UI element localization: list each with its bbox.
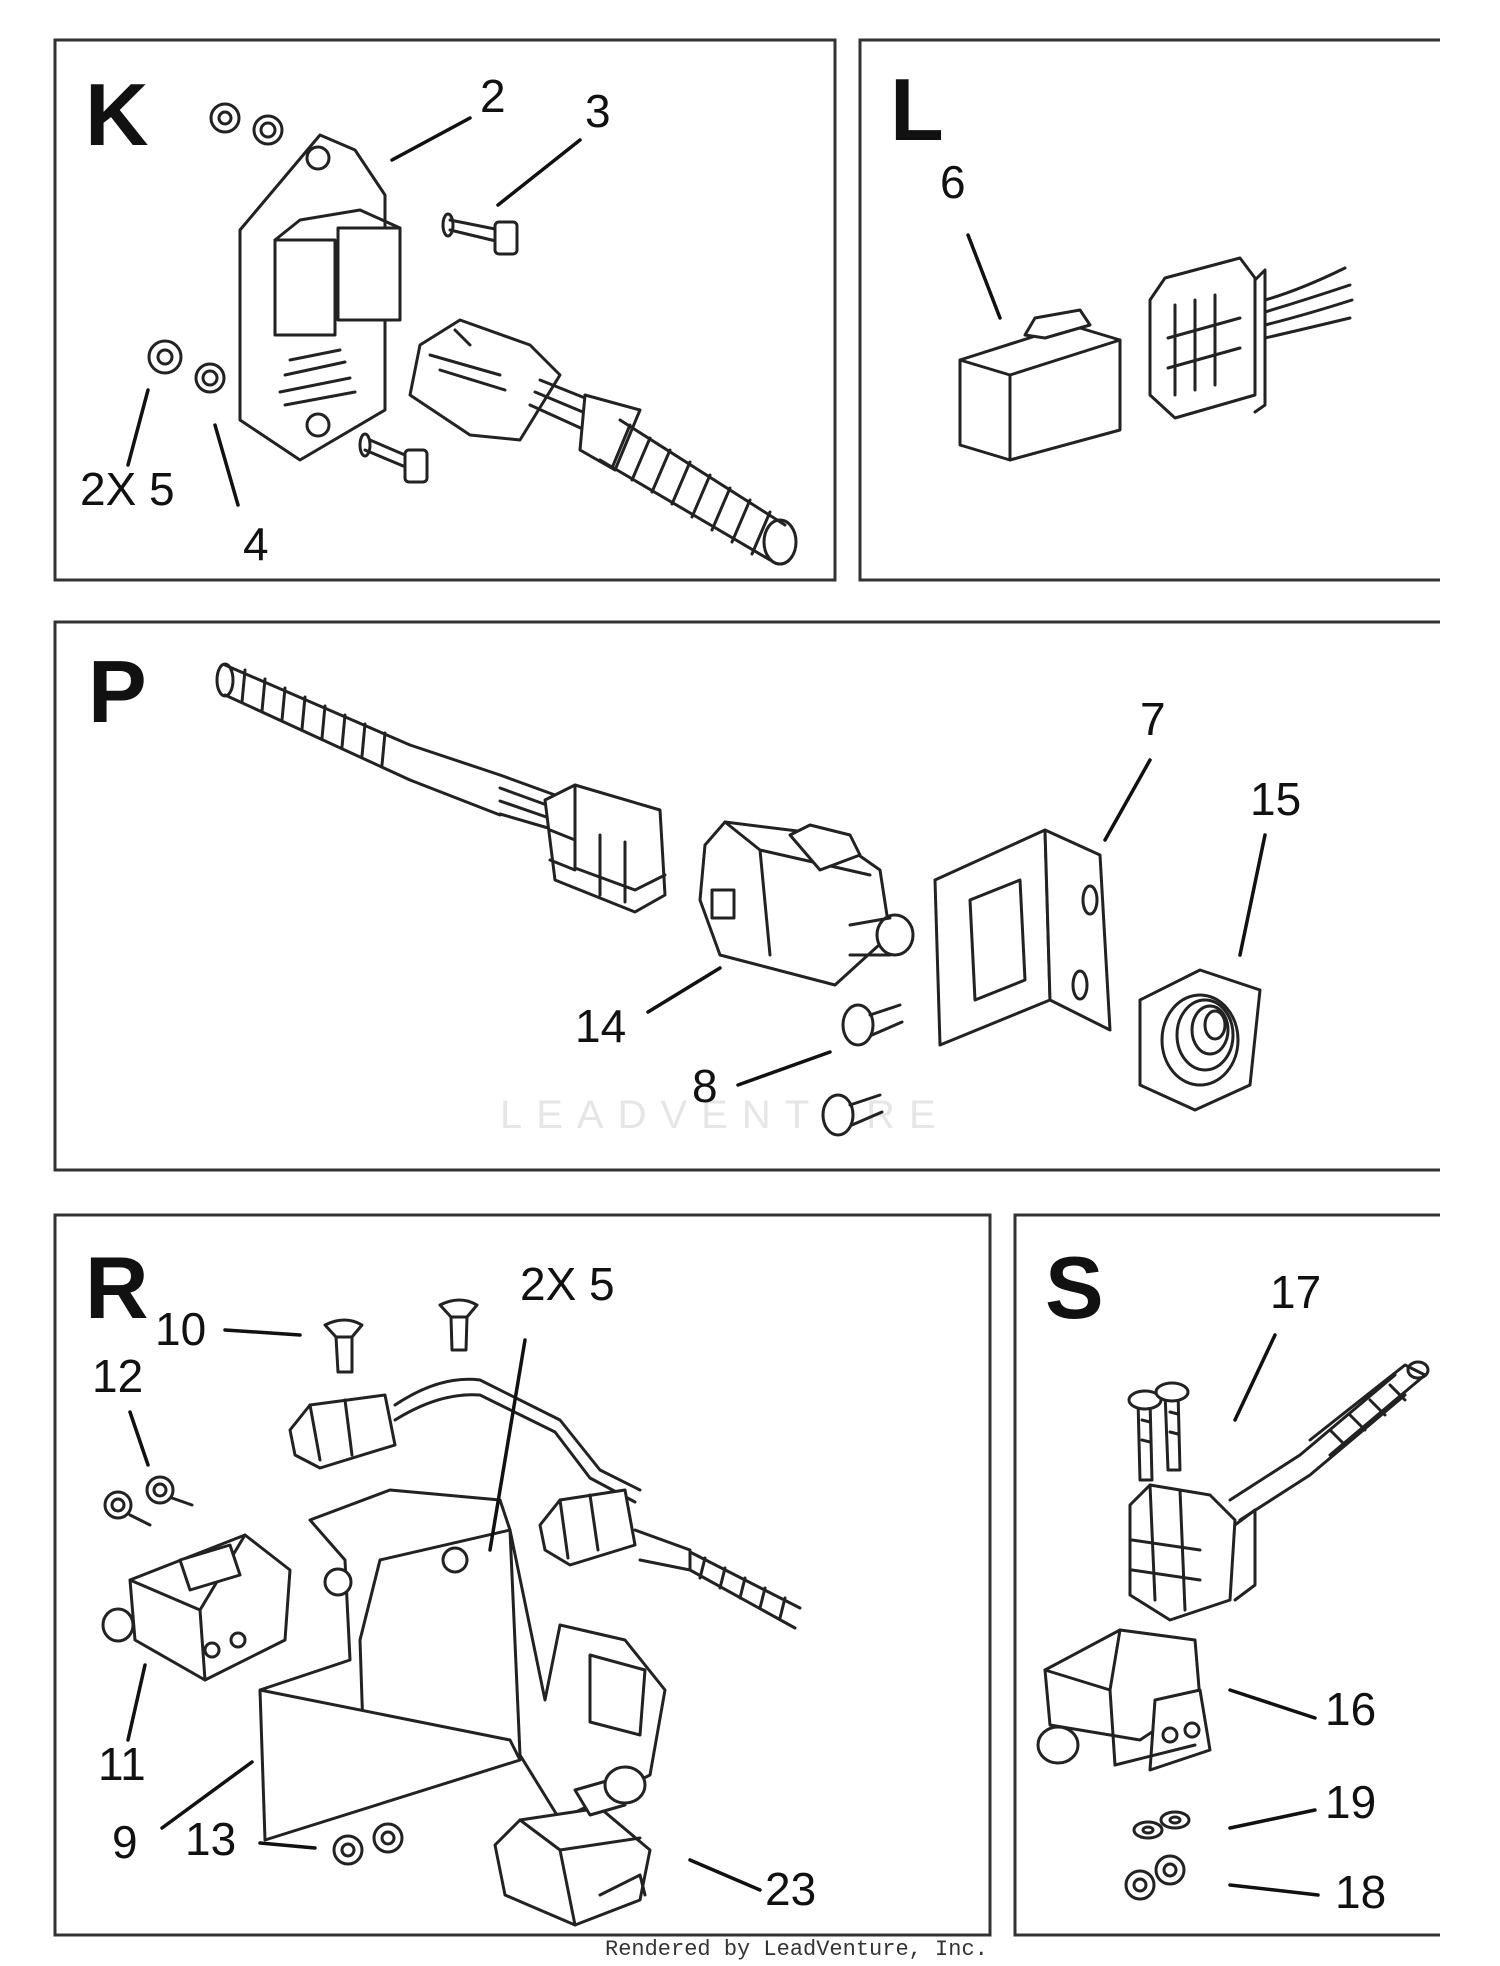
leader-k-4 — [213, 423, 240, 507]
leader-s-16 — [1228, 1688, 1317, 1720]
panel-p: P LEADVENTURE — [53, 620, 1440, 1172]
callout-l-6: 6 — [940, 156, 966, 208]
callout-s-19: 19 — [1325, 1776, 1376, 1828]
callout-r-2x5: 2X 5 — [520, 1258, 615, 1310]
bracket-p — [933, 828, 1112, 1047]
callout-p-14: 14 — [575, 1000, 626, 1052]
leader-k-2 — [390, 116, 472, 162]
bolt-lower — [358, 432, 429, 484]
bolt-upper — [441, 212, 519, 256]
switch-body-s — [1036, 1628, 1212, 1772]
leader-r-11 — [126, 1663, 147, 1742]
screws-s — [1127, 1381, 1190, 1482]
leader-s-19 — [1228, 1808, 1317, 1830]
panel-k: K — [53, 38, 837, 582]
watermark: LEADVENTURE — [500, 1093, 950, 1137]
connector-harness — [408, 318, 798, 566]
carriage-bolts-r — [323, 1298, 479, 1374]
leader-p-14 — [646, 966, 722, 1014]
callout-s-16: 16 — [1325, 1683, 1376, 1735]
panel-p-frame — [53, 620, 1440, 1172]
callout-k-2x5: 2X 5 — [80, 463, 175, 515]
socket-connector — [1148, 256, 1354, 420]
callout-p-8: 8 — [692, 1060, 718, 1112]
panel-l-letter: L — [890, 60, 944, 159]
callout-s-18: 18 — [1335, 1866, 1386, 1918]
callout-k-3: 3 — [585, 85, 611, 137]
panel-l-frame — [858, 38, 1440, 582]
panel-s-frame — [1013, 1213, 1440, 1937]
panel-l: L 6 — [858, 38, 1440, 582]
leader-p-8 — [736, 1050, 832, 1087]
leader-p-7 — [1103, 758, 1152, 842]
leader-k-2x5 — [126, 388, 150, 467]
leader-r-10 — [223, 1328, 302, 1337]
plug-module — [958, 308, 1122, 462]
callout-r-11: 11 — [98, 1738, 146, 1790]
callout-r-23: 23 — [765, 1863, 816, 1915]
leader-r-13 — [258, 1841, 317, 1850]
callout-k-2: 2 — [480, 70, 506, 122]
plunger-switch-p — [698, 820, 915, 987]
footer-credit: Rendered by LeadVenture, Inc. — [605, 1937, 988, 1962]
nuts-s — [1124, 1854, 1186, 1901]
nut-washer-top — [209, 102, 284, 146]
leader-r-9 — [160, 1760, 254, 1830]
wire-connector-lower-r — [538, 1488, 802, 1630]
harness-p — [215, 662, 557, 832]
callout-r-13: 13 — [185, 1813, 236, 1865]
panel-r-letter: R — [85, 1238, 149, 1337]
screws-p — [821, 1003, 904, 1137]
connector-s — [1128, 1483, 1257, 1622]
mounting-bracket-r — [258, 1488, 667, 1842]
harness-s — [1228, 1360, 1430, 1522]
lock-nuts-r — [103, 1475, 194, 1527]
leader-r-23 — [688, 1858, 762, 1892]
panel-k-letter: K — [85, 65, 149, 164]
panel-r-frame — [53, 1213, 992, 1937]
callout-r-12: 12 — [92, 1350, 143, 1402]
washers-s — [1132, 1810, 1191, 1840]
leader-r-12 — [128, 1410, 150, 1467]
wire-connector-upper-r — [288, 1377, 642, 1504]
callout-p-7: 7 — [1140, 693, 1166, 745]
leader-s-17 — [1233, 1333, 1277, 1422]
callout-k-4: 4 — [243, 518, 269, 570]
panel-k-frame — [53, 38, 837, 582]
callout-s-17: 17 — [1270, 1266, 1321, 1318]
leader-l-6 — [966, 233, 1002, 320]
callout-r-9: 9 — [112, 1816, 138, 1868]
rubber-boot-p — [1138, 968, 1262, 1112]
leader-k-3 — [496, 138, 582, 207]
harness-connector-p — [543, 783, 667, 914]
plunger-switch-r — [493, 1765, 652, 1927]
callout-p-15: 15 — [1250, 773, 1301, 825]
hex-nuts-r — [332, 1822, 404, 1866]
panel-p-letter: P — [88, 642, 147, 741]
leader-r-2x5 — [488, 1338, 527, 1552]
nut-washer-bottom — [147, 339, 226, 394]
relay-module — [238, 133, 402, 462]
panel-s-letter: S — [1045, 1238, 1104, 1337]
callout-r-10: 10 — [155, 1303, 206, 1355]
switch-body-r — [101, 1533, 292, 1682]
leader-p-15 — [1238, 833, 1267, 957]
panel-r: R — [53, 1213, 992, 1937]
leader-s-18 — [1228, 1883, 1320, 1897]
panel-s: S — [1013, 1213, 1440, 1937]
